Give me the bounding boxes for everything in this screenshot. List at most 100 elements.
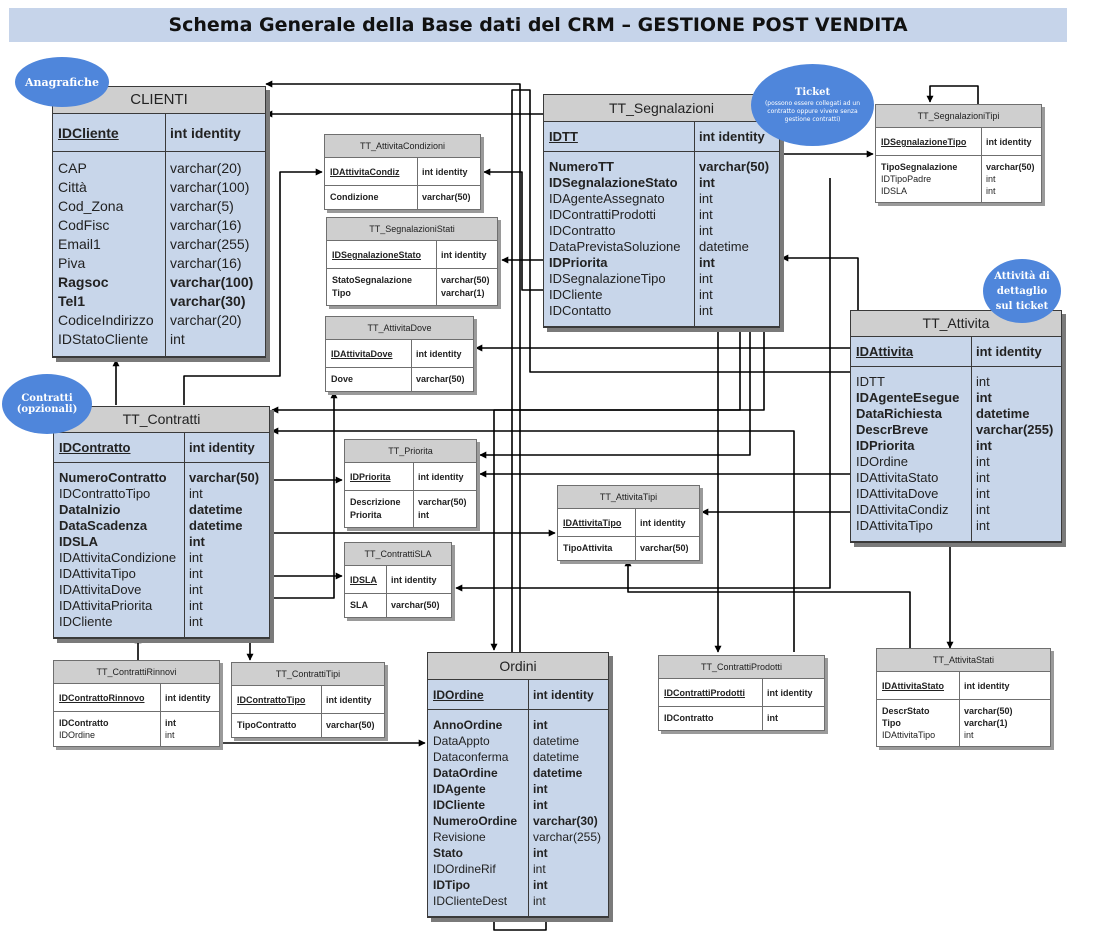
field-name: IDPriorita — [856, 438, 915, 453]
table-title: TT_AttivitaStati — [877, 649, 1050, 672]
field-row: DataPrevistaSoluzione datetime — [544, 239, 779, 255]
field-name: Città — [58, 179, 87, 195]
field-name: IDContrattoTipo — [59, 486, 151, 501]
field-name: IDContrattiProdotti — [664, 688, 745, 698]
field-name: IDSegnalazioneStato — [332, 250, 422, 260]
field-type: int identity — [986, 137, 1032, 147]
field-type: int — [699, 223, 713, 238]
field-type: int — [976, 502, 990, 517]
field-type: varchar(1) — [964, 718, 1008, 728]
field-row: IDPriorita int — [544, 255, 779, 271]
field-type: int — [533, 846, 548, 860]
field-type: int — [699, 255, 715, 270]
field-type: int — [418, 510, 429, 520]
field-type: int — [964, 730, 974, 740]
field-name: Piva — [58, 255, 86, 271]
table-title: TT_SegnalazioniStati — [327, 218, 497, 241]
field-name: IDAgenteAssegnato — [549, 191, 665, 206]
field-name: Ragsoc — [58, 274, 109, 290]
field-name: DescrStato — [882, 706, 930, 716]
field-type: varchar(1) — [441, 288, 485, 298]
field-type: int — [533, 862, 546, 876]
field-type: int — [165, 730, 175, 740]
field-type: int identity — [189, 440, 255, 455]
field-type: datetime — [533, 750, 580, 764]
field-type: int identity — [699, 129, 765, 144]
field-name: IDSegnalazioneStato — [549, 175, 678, 190]
field-type: int — [189, 566, 203, 581]
rel-ordini-clienti — [265, 80, 521, 652]
field-type: varchar(50) — [391, 600, 440, 610]
rel-attstati-atttipi — [624, 559, 911, 650]
field-name: DataPrevistaSoluzione — [549, 239, 681, 254]
field-name: IDOrdineRif — [433, 862, 496, 876]
rel-contrprod-contratti — [271, 427, 795, 652]
field-type: datetime — [976, 406, 1030, 421]
table-title: TT_Segnalazioni — [544, 95, 779, 122]
field-row: IDAgente int — [428, 781, 608, 797]
field-type: varchar(255) — [170, 236, 250, 252]
rel-segntipi-self — [926, 85, 979, 104]
field-name: DataOrdine — [433, 766, 498, 780]
field-type: int identity — [422, 167, 468, 177]
field-type: int identity — [326, 695, 372, 705]
field-name: StatoSegnalazione — [332, 275, 413, 285]
field-type: datetime — [699, 239, 749, 254]
ticket-label: Ticket — [794, 86, 831, 98]
field-name: NumeroContratto — [59, 470, 167, 485]
rel-segn-contratti — [271, 324, 765, 414]
field-name: CodiceIndirizzo — [58, 312, 154, 328]
field-name: IDAgente — [433, 782, 486, 796]
field-name: Stato — [433, 846, 463, 860]
field-name: IDPriorita — [549, 255, 608, 270]
field-name: DataAppto — [433, 734, 490, 748]
field-type: varchar(50) — [416, 374, 465, 384]
field-name: IDCliente — [433, 798, 486, 812]
field-name: IDClienteDest — [433, 894, 508, 908]
field-type: int — [699, 175, 715, 190]
field-name: IDSLA — [350, 575, 377, 585]
field-type: int identity — [533, 688, 594, 702]
field-name: IDOrdine — [856, 454, 909, 469]
field-type: int — [533, 782, 548, 796]
field-name: IDStatoCliente — [58, 331, 149, 347]
